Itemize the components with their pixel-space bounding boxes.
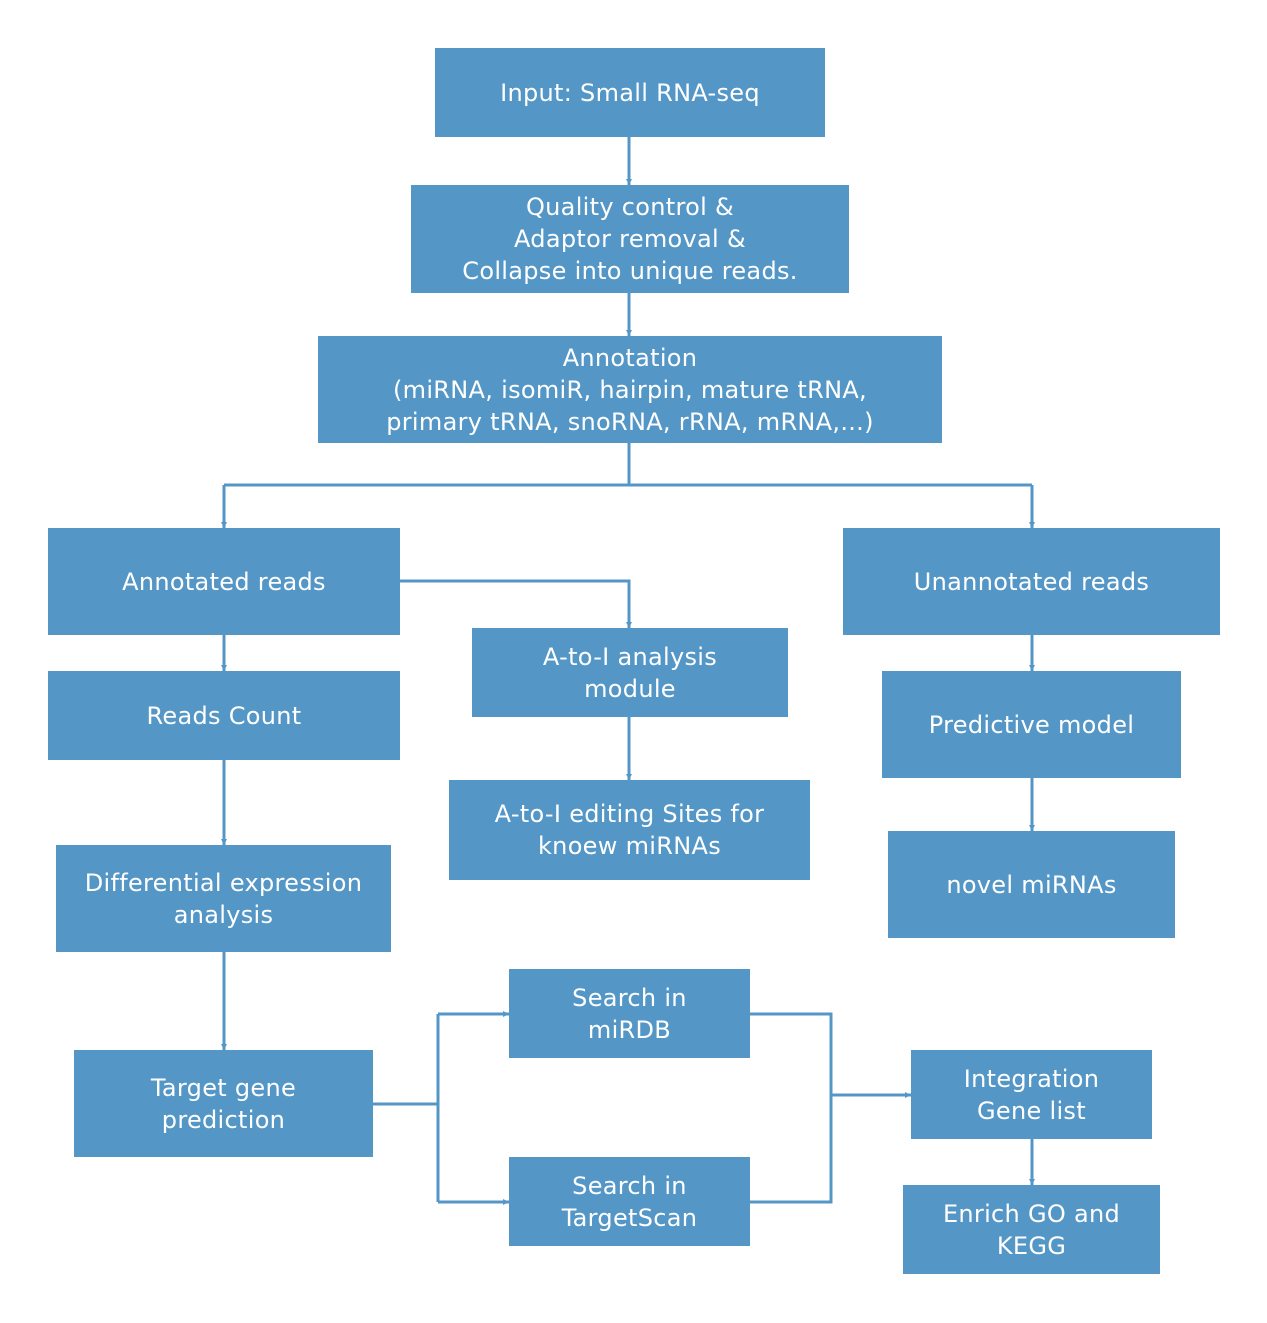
box-text-line: TargetScan	[561, 1203, 698, 1232]
quality-control-box: Quality control & Adaptor removal & Collap…	[411, 185, 849, 293]
box-text-line: prediction	[161, 1105, 286, 1134]
reads-count-box: Reads Count	[48, 671, 400, 760]
connector-line	[750, 1012, 833, 1204]
box-text-line: Differential expression	[84, 868, 363, 897]
box-text-line: Gene list	[977, 1096, 1086, 1125]
box-text-line: Annotation	[562, 343, 698, 372]
predictive-model-box: Predictive model	[882, 671, 1181, 778]
input-box: Input: Small RNA-seq	[435, 48, 825, 137]
box-text-line: A-to-I editing Sites for	[494, 800, 765, 828]
box-text-line: Input: Small RNA-seq	[500, 78, 760, 107]
annotated-reads-box: Annotated reads	[48, 528, 400, 635]
box-text-line: Search in	[572, 983, 687, 1012]
connectors	[221, 137, 1035, 1205]
box-text-line: module	[584, 674, 676, 703]
novel-mirnas-box: novel miRNAs	[888, 831, 1175, 938]
box-text-line: Target gene	[150, 1073, 297, 1102]
a-to-i-sites-box: A-to-I editing Sites for knoew miRNAs	[449, 780, 810, 880]
box-text-line: Adaptor removal &	[514, 225, 746, 253]
search-targetscan-box: Search in TargetScan	[509, 1157, 750, 1246]
a-to-i-module-box: A-to-I analysis module	[472, 628, 788, 717]
search-mirdb-box: Search in miRDB	[509, 969, 750, 1058]
box-text-line: Reads Count	[146, 701, 302, 730]
unannotated-reads-box: Unannotated reads	[843, 528, 1220, 635]
box-text-line: knoew miRNAs	[537, 832, 721, 860]
box-text-line: analysis	[173, 900, 274, 929]
box-text-line: novel miRNAs	[946, 870, 1117, 899]
box-text-line: Predictive model	[928, 710, 1135, 739]
box-text-line: Search in	[572, 1171, 687, 1200]
differential-expression-box: Differential expression analysis	[56, 845, 391, 952]
target-gene-prediction-box: Target gene prediction	[74, 1050, 373, 1157]
annotation-box: Annotation (miRNA, isomiR, hairpin, matur…	[318, 336, 942, 443]
box-text-line: Annotated reads	[122, 567, 326, 596]
box-text-line: miRDB	[587, 1015, 672, 1044]
box-text-line: (miRNA, isomiR, hairpin, mature tRNA,	[392, 375, 867, 404]
box-text-line: Enrich GO and	[942, 1199, 1121, 1228]
box-text-line: primary tRNA, snoRNA, rRNA, mRNA,...)	[386, 407, 874, 436]
box-text-line: KEGG	[996, 1231, 1067, 1260]
box-text-line: Collapse into unique reads.	[462, 257, 798, 285]
box-text-line: Unannotated reads	[913, 567, 1150, 596]
box-text-line: Quality control &	[525, 193, 735, 221]
box-text-line: Integration	[963, 1064, 1100, 1093]
connector-arrow	[400, 579, 632, 628]
box-text-line: A-to-I analysis	[542, 642, 718, 671]
